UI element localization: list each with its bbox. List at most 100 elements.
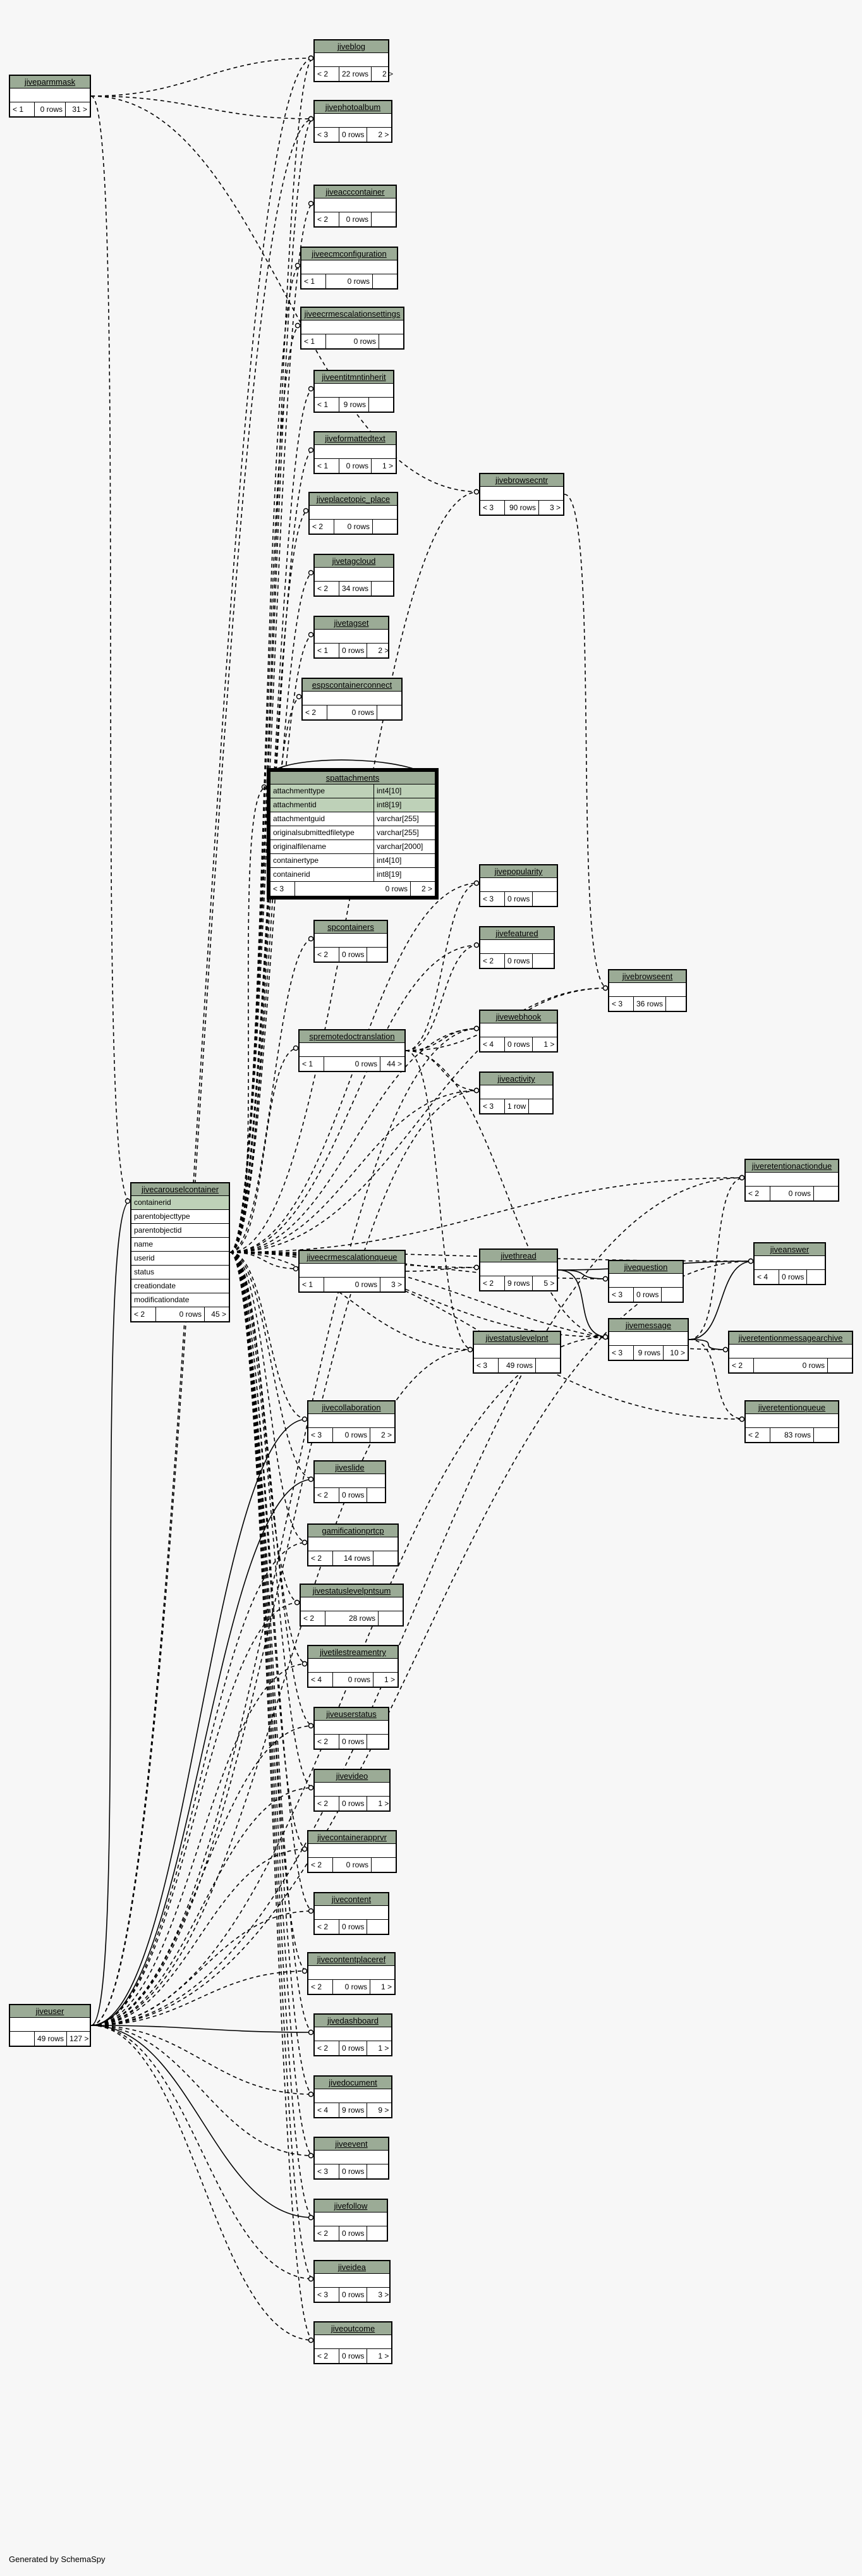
children-count[interactable] — [529, 1099, 553, 1113]
parents-count[interactable]: < 1 — [317, 646, 329, 655]
parents-count[interactable]: < 3 — [317, 130, 329, 139]
table-title[interactable]: jivecontainerapprvr — [308, 1831, 396, 1844]
children-count[interactable]: 1 > — [380, 1982, 392, 1991]
parents-count[interactable]: < 2 — [317, 584, 329, 593]
parents-count[interactable]: < 4 — [317, 2106, 329, 2115]
children-count[interactable]: 10 > — [670, 1348, 685, 1357]
table-title[interactable]: jivecarouselcontainer — [131, 1183, 229, 1196]
table-title[interactable]: jiveactivity — [480, 1073, 552, 1085]
children-count[interactable] — [807, 1270, 831, 1284]
table-title[interactable]: jiveretentionqueue — [746, 1401, 838, 1414]
children-count[interactable]: 2 > — [378, 130, 389, 139]
children-count[interactable]: 127 > — [70, 2034, 89, 2043]
children-count[interactable]: 2 > — [421, 884, 432, 893]
parents-count[interactable]: < 2 — [748, 1189, 760, 1198]
children-count[interactable]: 9 > — [378, 2106, 389, 2115]
parents-count[interactable]: < 2 — [317, 215, 329, 224]
table-title[interactable]: jivephotoalbum — [315, 101, 391, 114]
table-title[interactable]: jivethread — [480, 1250, 557, 1262]
parents-count[interactable]: < 2 — [311, 1982, 322, 1991]
table-title[interactable]: jivecontentplaceref — [308, 1953, 394, 1966]
children-count[interactable] — [367, 1920, 391, 1934]
parents-count[interactable]: < 2 — [317, 950, 329, 959]
table-title[interactable]: jiveblog — [315, 40, 388, 53]
table-title[interactable]: jiveformattedtext — [315, 432, 396, 445]
children-count[interactable] — [373, 520, 397, 534]
children-count[interactable] — [666, 997, 690, 1011]
children-count[interactable] — [372, 1858, 396, 1872]
parents-count[interactable]: < 3 — [317, 2290, 329, 2299]
table-title[interactable]: jivepopularity — [480, 865, 557, 878]
table-title[interactable]: jiveplacetopic_place — [310, 493, 397, 506]
table-title[interactable]: jivemessage — [609, 1319, 688, 1332]
parents-count[interactable]: < 2 — [317, 2044, 329, 2053]
children-count[interactable] — [367, 1488, 391, 1502]
children-count[interactable] — [536, 1358, 560, 1372]
children-count[interactable] — [814, 1187, 838, 1200]
children-count[interactable]: 5 > — [543, 1279, 555, 1288]
table-title[interactable]: jivetagcloud — [315, 555, 393, 568]
parents-count[interactable]: < 2 — [317, 1922, 329, 1931]
parents-count[interactable]: < 2 — [317, 1799, 329, 1808]
table-title[interactable]: jiveslide — [315, 1462, 385, 1474]
parents-count[interactable]: < 4 — [483, 1040, 494, 1049]
parents-count[interactable]: < 1 — [13, 105, 24, 114]
parents-count[interactable]: < 3 — [483, 894, 494, 903]
parents-count[interactable]: < 1 — [302, 1059, 313, 1068]
parents-count[interactable]: < 2 — [732, 1361, 743, 1370]
parents-count[interactable]: < 2 — [311, 1554, 322, 1563]
table-title[interactable]: jivecontent — [315, 1893, 388, 1906]
table-title[interactable]: espscontainerconnect — [303, 679, 401, 692]
parents-count[interactable]: < 2 — [317, 70, 329, 78]
children-count[interactable] — [367, 948, 391, 961]
table-title[interactable]: jiveevent — [315, 2138, 388, 2151]
parents-count[interactable] — [10, 2032, 34, 2046]
table-title[interactable]: jivewebhook — [480, 1011, 557, 1023]
children-count[interactable]: 31 > — [72, 105, 87, 114]
parents-count[interactable]: < 2 — [317, 1491, 329, 1499]
children-count[interactable] — [377, 705, 401, 719]
children-count[interactable]: 1 > — [384, 1675, 395, 1684]
children-count[interactable] — [367, 2164, 391, 2178]
parents-count[interactable]: < 3 — [273, 884, 284, 893]
table-title[interactable]: jiveoutcome — [315, 2323, 391, 2335]
table-title[interactable]: jivefeatured — [480, 927, 554, 940]
table-title[interactable]: jivebrowsecntr — [480, 474, 563, 487]
table-title[interactable]: jivebrowseent — [609, 970, 686, 983]
table-title[interactable]: gamificationprtcp — [308, 1525, 398, 1537]
table-title[interactable]: spremotedoctranslation — [300, 1030, 404, 1043]
parents-count[interactable]: < 2 — [317, 2352, 329, 2360]
parents-count[interactable]: < 1 — [317, 400, 329, 409]
table-title[interactable]: jivedocument — [315, 2077, 391, 2089]
children-count[interactable] — [533, 892, 557, 906]
table-title[interactable]: jivefollow — [315, 2200, 387, 2213]
table-title[interactable]: jivestatuslevelpnt — [474, 1332, 560, 1345]
children-count[interactable] — [662, 1288, 686, 1302]
